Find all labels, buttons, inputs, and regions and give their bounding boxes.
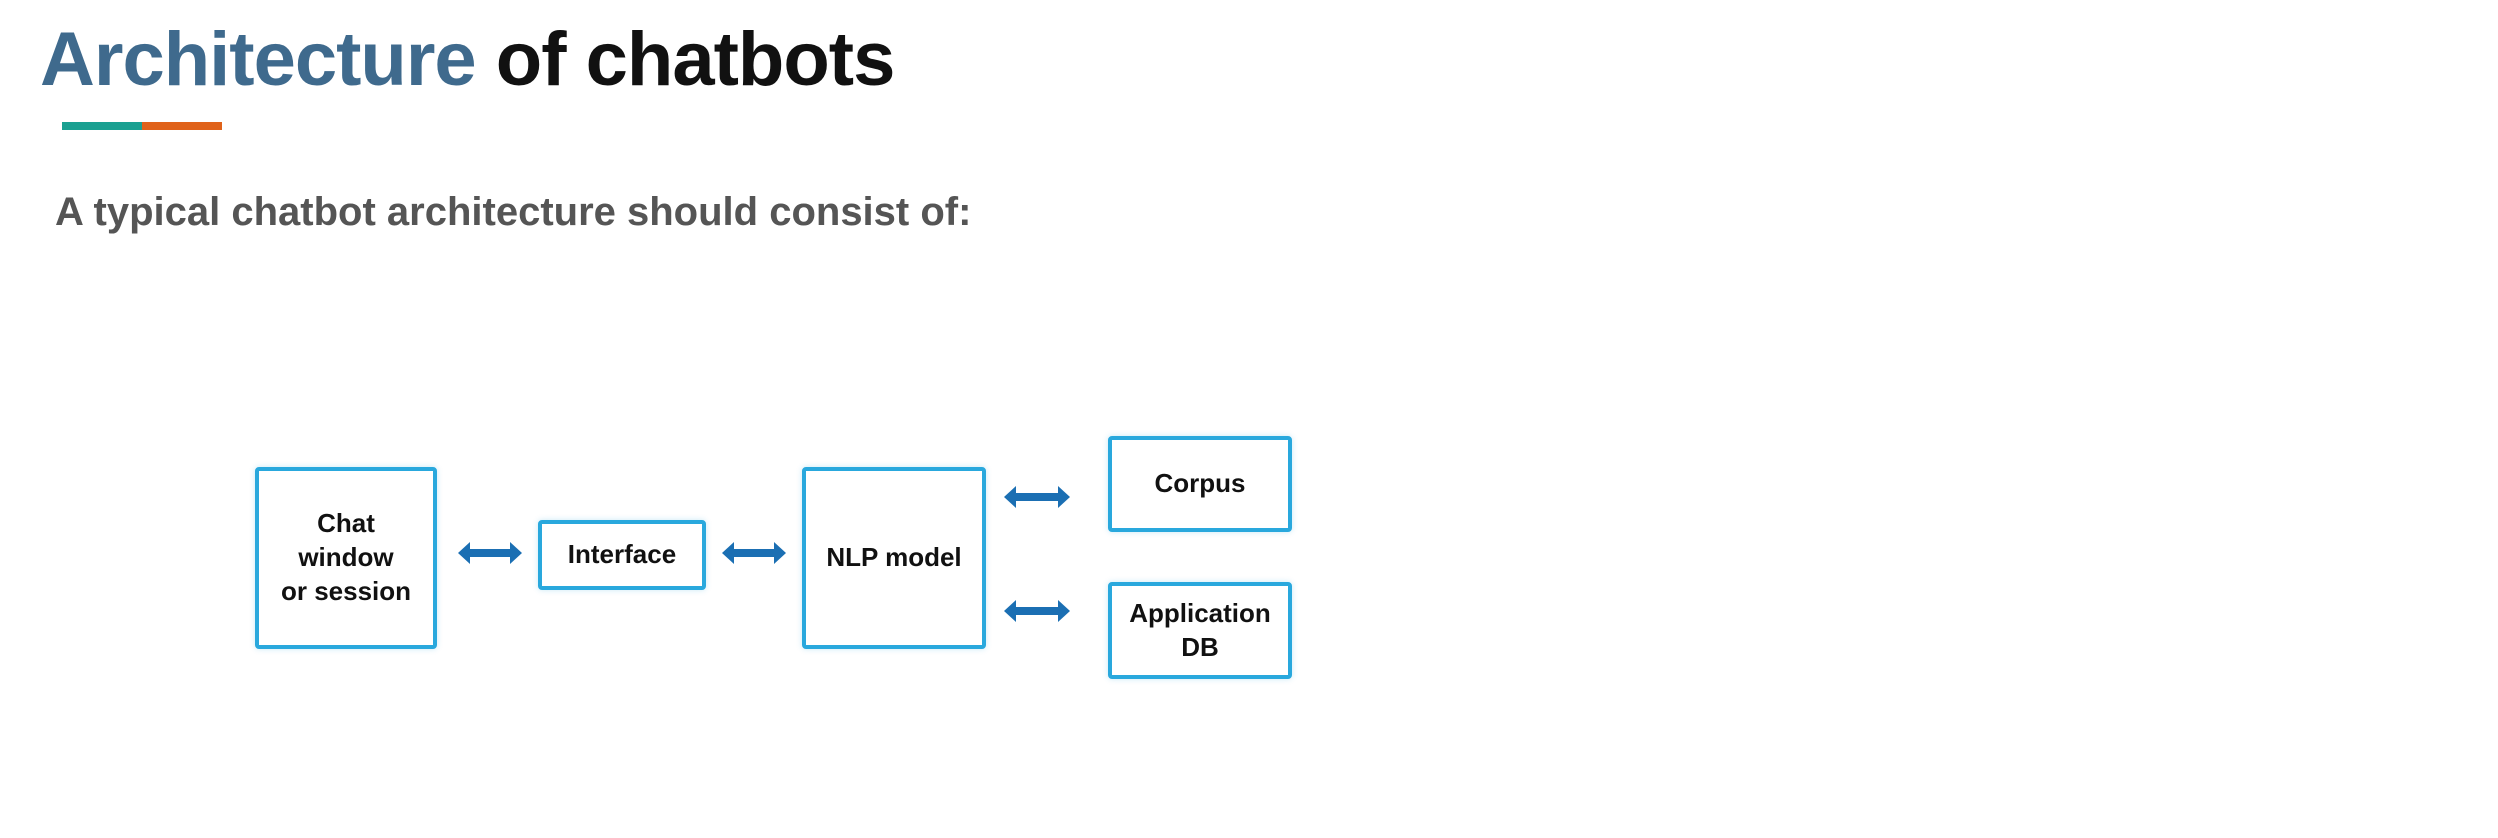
slide-subtitle: A typical chatbot architecture should co… — [55, 190, 972, 234]
arrow-nlp-appdb — [1004, 600, 1070, 622]
node-chat-window-label: Chat window or session — [280, 508, 412, 606]
arrow-nlp-corpus — [1004, 486, 1070, 508]
node-nlp-model: NLP model — [802, 467, 986, 649]
node-interface-label: Interface — [567, 539, 677, 570]
node-corpus-label: Corpus — [1154, 468, 1246, 499]
arrow-chat-interface — [458, 542, 522, 564]
title-accent: Architecture — [40, 17, 477, 102]
underline-teal — [62, 122, 142, 130]
arrow-interface-nlp — [722, 542, 786, 564]
title-underline — [62, 122, 222, 130]
node-interface: Interface — [538, 520, 706, 590]
node-application-db-label: Application DB — [1129, 597, 1271, 662]
underline-orange — [142, 122, 222, 130]
title-rest: of chatbots — [475, 17, 896, 102]
slide-title: Architecture of chatbots — [40, 22, 895, 98]
node-corpus: Corpus — [1108, 436, 1292, 532]
node-application-db: Application DB — [1108, 582, 1292, 679]
node-chat-window: Chat window or session — [255, 467, 437, 649]
node-nlp-model-label: NLP model — [826, 542, 962, 573]
